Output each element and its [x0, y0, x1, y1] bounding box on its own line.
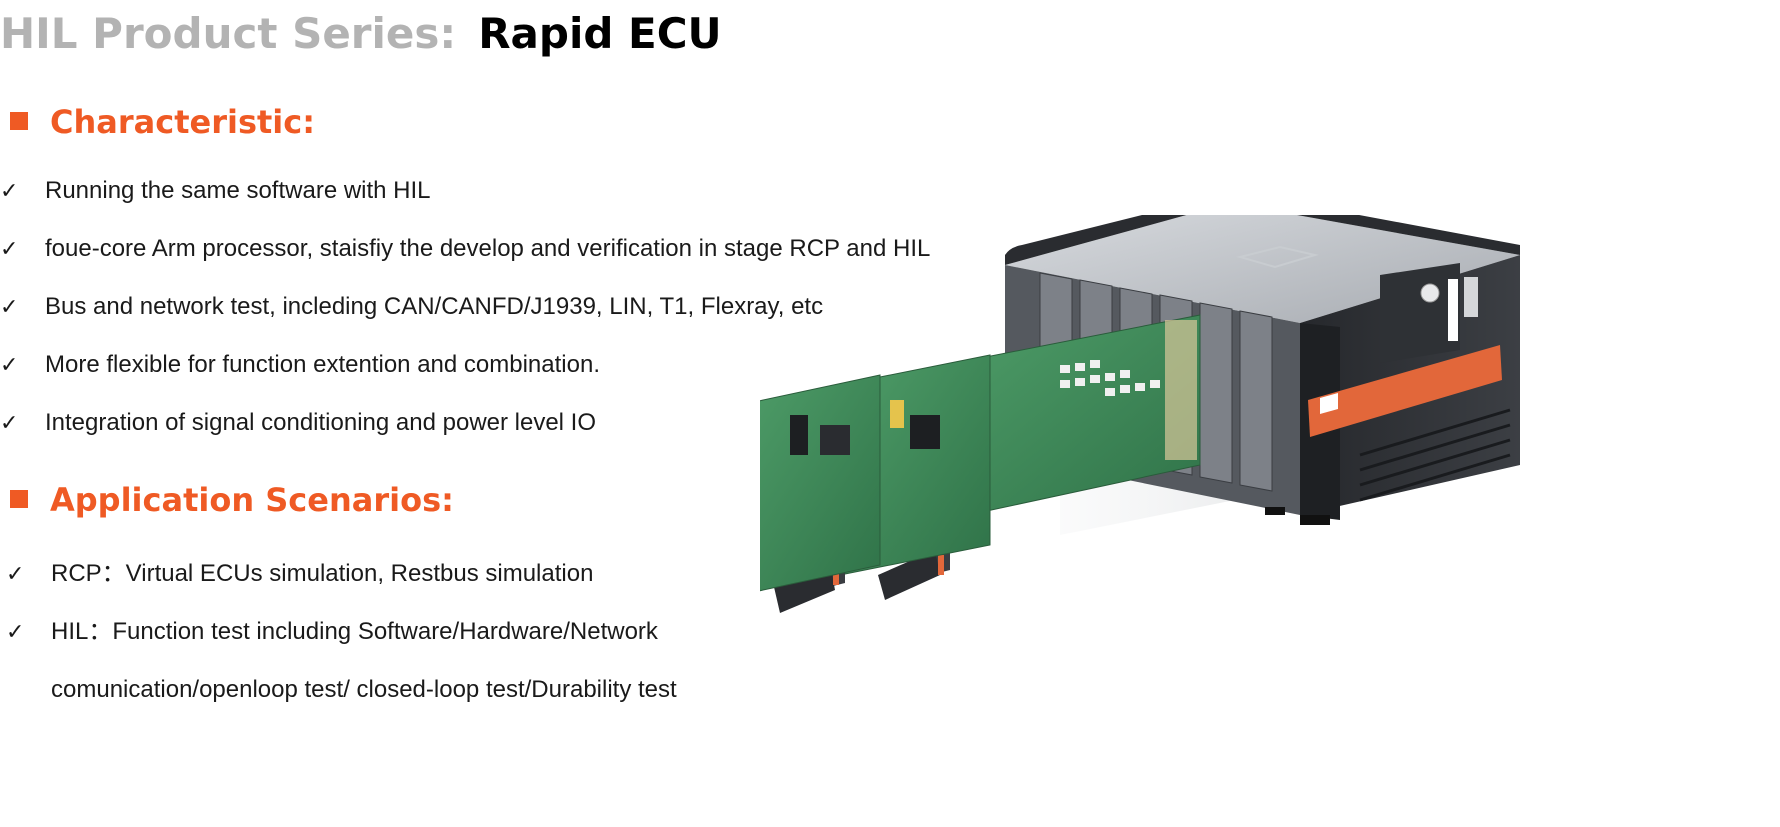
checkmark-icon: ✓	[6, 619, 25, 644]
square-bullet-icon	[10, 490, 28, 508]
title-prefix: HIL Product Series:	[0, 9, 457, 58]
list-item-text: Bus and network test, incleding CAN/CANF…	[45, 293, 824, 320]
io-card	[760, 374, 881, 592]
characteristic-heading: Characteristic:	[10, 102, 315, 142]
hil-chassis-illustration-icon	[760, 215, 1520, 613]
checkmark-icon: ✓	[0, 352, 19, 377]
square-bullet-icon	[10, 112, 28, 130]
page-title: HIL Product Series: Rapid ECU	[0, 4, 722, 64]
checkmark-icon: ✓	[0, 178, 19, 203]
application-heading-label: Application Scenarios:	[50, 481, 454, 519]
application-heading: Application Scenarios:	[10, 480, 454, 520]
characteristic-heading-label: Characteristic:	[50, 103, 316, 141]
list-item-text: RCP：Virtual ECUs simulation, Restbus sim…	[51, 560, 594, 587]
checkmark-icon: ✓	[6, 561, 25, 586]
list-item-text: foue-core Arm processor, staisfiy the de…	[45, 235, 931, 262]
checkmark-icon: ✓	[0, 236, 19, 261]
title-product-name: Rapid ECU	[478, 9, 722, 58]
brand-stripe	[1308, 345, 1502, 437]
checkmark-icon: ✓	[0, 294, 19, 319]
product-illustration	[760, 215, 1760, 675]
list-item-text: Integration of signal conditioning and p…	[45, 409, 597, 436]
checkmark-icon: ✓	[0, 410, 19, 435]
list-item-text: More flexible for function extention and…	[45, 351, 600, 378]
list-item-text: HIL：Function test including Software/Har…	[51, 618, 677, 703]
list-item-text: Running the same software with HIL	[45, 177, 431, 204]
